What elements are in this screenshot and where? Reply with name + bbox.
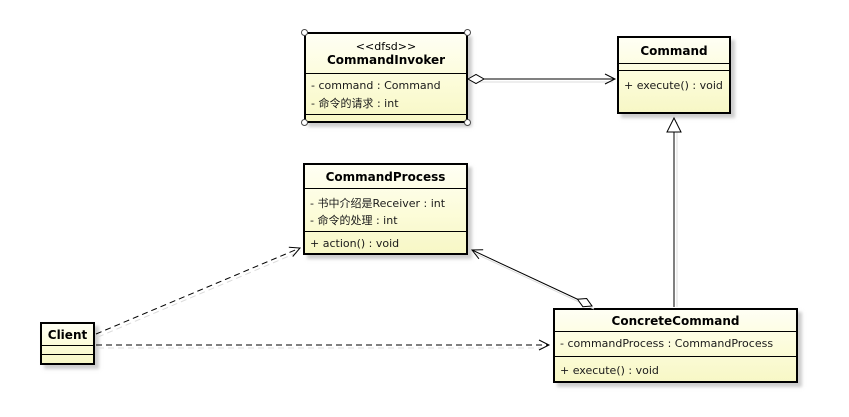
operation-line: + action() : void bbox=[310, 237, 400, 250]
class-commandinvoker[interactable]: <<dfsd>> CommandInvoker - command : Comm… bbox=[304, 32, 468, 123]
concretecommand-attributes: - commandProcess : CommandProcess bbox=[555, 331, 796, 356]
commandinvoker-title: <<dfsd>> CommandInvoker bbox=[306, 34, 466, 73]
concretecommand-name: ConcreteCommand bbox=[611, 313, 740, 328]
commandprocess-attributes: - 书中介绍是Receiver : int - 命令的处理 : int bbox=[305, 188, 466, 231]
class-commandprocess[interactable]: CommandProcess - 书中介绍是Receiver : int - 命… bbox=[303, 163, 468, 255]
client-attributes-empty bbox=[42, 345, 93, 354]
client-name: Client bbox=[47, 327, 88, 342]
class-command[interactable]: Command + execute() : void bbox=[617, 36, 731, 114]
command-name: Command bbox=[640, 43, 708, 58]
selection-handle-top-right[interactable] bbox=[464, 29, 471, 36]
command-operations: + execute() : void bbox=[619, 70, 729, 112]
commandprocess-title: CommandProcess bbox=[305, 165, 466, 188]
commandprocess-name: CommandProcess bbox=[325, 169, 446, 184]
attribute-line: - 书中介绍是Receiver : int bbox=[310, 197, 446, 210]
client-operations-empty bbox=[42, 354, 93, 363]
commandinvoker-operations-empty bbox=[306, 114, 466, 121]
commandinvoker-stereotype: <<dfsd>> bbox=[355, 40, 417, 53]
aggregation-concretecommand-commandprocess[interactable] bbox=[472, 250, 592, 306]
concretecommand-title: ConcreteCommand bbox=[555, 310, 796, 331]
selection-handle-bottom-right[interactable] bbox=[464, 119, 471, 126]
attribute-line: - command : Command bbox=[311, 79, 441, 92]
operation-line: + execute() : void bbox=[560, 364, 659, 377]
class-concretecommand[interactable]: ConcreteCommand - commandProcess : Comma… bbox=[553, 308, 798, 383]
class-client[interactable]: Client bbox=[40, 322, 95, 365]
attribute-line: - 命令的处理 : int bbox=[310, 214, 398, 227]
commandprocess-operations: + action() : void bbox=[305, 231, 466, 253]
command-title: Command bbox=[619, 38, 729, 63]
dependency-client-commandprocess[interactable] bbox=[95, 246, 302, 335]
operation-line: + execute() : void bbox=[624, 79, 723, 92]
commandinvoker-attributes: - command : Command - 命令的请求 : int bbox=[306, 73, 466, 114]
selection-handle-top-left[interactable] bbox=[301, 29, 308, 36]
attribute-line: - 命令的请求 : int bbox=[311, 97, 399, 110]
concretecommand-operations: + execute() : void bbox=[555, 356, 796, 381]
command-attributes-empty bbox=[619, 63, 729, 70]
selection-handle-bottom-left[interactable] bbox=[301, 119, 308, 126]
commandinvoker-name: CommandInvoker bbox=[326, 53, 446, 67]
attribute-line: - commandProcess : CommandProcess bbox=[560, 337, 774, 350]
client-title: Client bbox=[42, 324, 93, 345]
